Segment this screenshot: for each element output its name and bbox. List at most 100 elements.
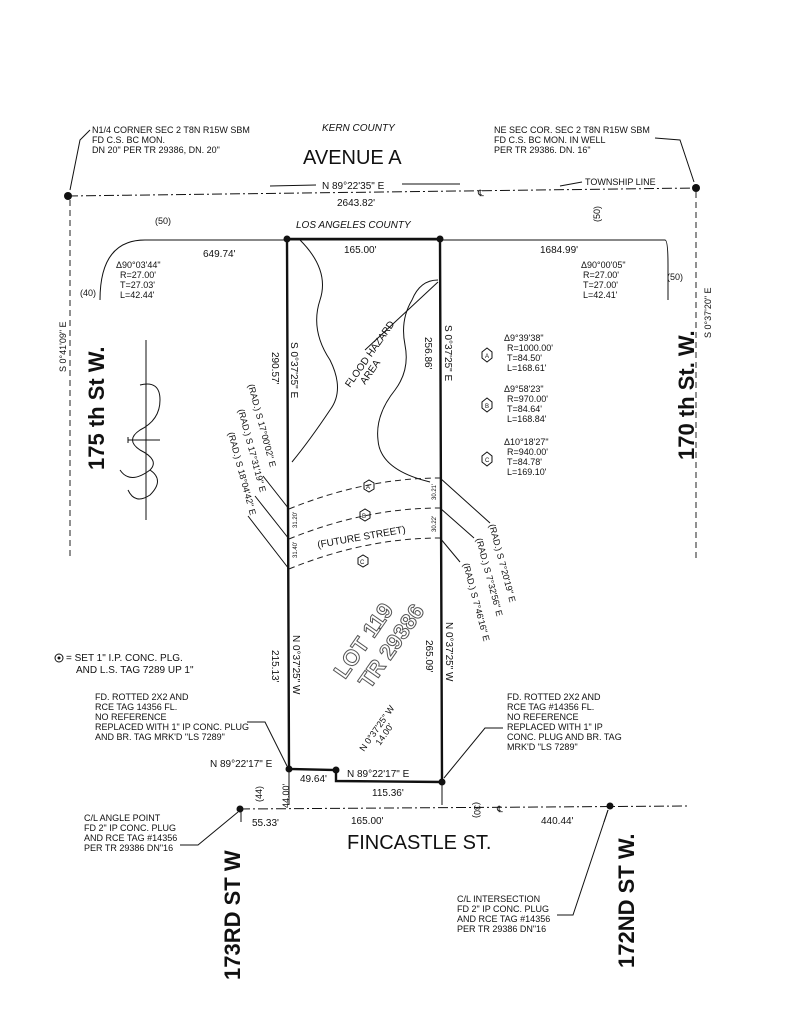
curve-a-l: L=168.61': [507, 363, 547, 373]
svg-text:C: C: [485, 458, 490, 464]
curve-tag-a-table-icon: A: [481, 347, 493, 363]
curve-right-l: L=42.41': [583, 290, 618, 300]
curve-a-t: T=84.50': [507, 353, 542, 363]
la-county-label: LOS ANGELES COUNTY: [296, 220, 412, 231]
street-173rd: 173RD ST W: [220, 850, 245, 980]
right-bearing-lower: N 0°37'25" W: [443, 622, 454, 682]
curve-tag-c-icon: C: [357, 554, 369, 568]
street-175th: 175 th St W.: [84, 347, 109, 470]
curve-b-l: L=168.84': [507, 414, 547, 424]
curve-c-delta: Δ10°18'27": [504, 437, 549, 447]
sw-note-l1: C/L ANGLE POINT: [84, 813, 161, 823]
lot-boundary: [285, 237, 444, 784]
curve-a-r: R=1000.00': [507, 343, 553, 353]
set-monument-icon: [54, 653, 64, 663]
legend-l2: AND L.S. TAG 7289 UP 1": [76, 665, 194, 676]
kern-county-label: KERN COUNTY: [322, 123, 396, 134]
se-note-l1: C/L INTERSECTION: [457, 894, 540, 904]
curve-b-r: R=970.00': [507, 394, 548, 404]
row-line-north: [99, 239, 669, 301]
seg-right-1: 30.21': [432, 484, 438, 500]
sw-note-l2: FD 2" IP CONC. PLUG: [84, 823, 176, 833]
curve-c-l: L=169.10': [507, 467, 547, 477]
far-left-bearing: S 0°41'09" E: [58, 321, 68, 372]
lot-label: LOT 119 TR 29386: [328, 598, 430, 693]
width-40: (40): [80, 288, 96, 298]
curve-a-delta: Δ9°39'38": [504, 333, 544, 343]
flood-boundary-west: [291, 239, 338, 463]
width-44: (44): [254, 786, 264, 802]
dist-165-bottom: 165.00': [351, 816, 384, 827]
curve-tag-a-icon: A: [363, 479, 375, 493]
found-left-l2: RCE TAG 14356 FL.: [95, 702, 177, 712]
legend-l1: = SET 1" I.P. CONC. PLG.: [66, 653, 183, 664]
dist-115: 115.36': [372, 788, 404, 799]
flood-boundary-east: [377, 279, 439, 483]
nw-note-l3: DN 20" PER TR 29386, DN. 20": [92, 145, 220, 155]
township-line-label: TOWNSHIP LINE: [585, 177, 656, 187]
centerline-symbol-top: ℄: [477, 188, 484, 198]
bottom-bearing-left: N 89°22'17" E: [210, 759, 273, 770]
se-note-l4: PER TR 29386 DN"16: [457, 924, 546, 934]
dist-1684: 1684.99': [540, 245, 578, 256]
corner-ne-icon: [436, 235, 444, 243]
dist-165-top: 165.00': [344, 245, 377, 256]
svg-text:B: B: [485, 404, 489, 410]
right-bearing-upper: S 0°37'25" E: [442, 325, 453, 381]
nw-note-l2: FD C.S. BC MON.: [92, 135, 165, 145]
left-dist-lower: 215.13': [269, 650, 280, 683]
found-left-l5: AND BR. TAG MRK'D "LS 7289": [95, 732, 225, 742]
corner-se-icon: [438, 778, 446, 786]
fincastle-label: FINCASTLE ST.: [347, 832, 491, 854]
street-172nd: 172ND ST W.: [614, 834, 639, 968]
ne-note-l2: FD C.S. BC MON. IN WELL: [494, 135, 606, 145]
future-street-label: (FUTURE STREET): [317, 525, 407, 551]
curve-tag-b-table-icon: B: [481, 397, 493, 413]
right-dist-lower: 265.09': [423, 640, 434, 673]
seg-left-1: 31.20': [293, 512, 299, 528]
curve-left-delta: Δ90°03'44": [116, 260, 161, 270]
ne-monument-icon: [692, 184, 700, 192]
curve-c-t: T=84.78': [507, 457, 542, 467]
svg-text:A: A: [366, 485, 370, 491]
avenue-a-label: AVENUE A: [303, 147, 402, 169]
svg-text:B: B: [362, 514, 366, 520]
north-arrow-icon: [119, 340, 161, 520]
corner-nw-icon: [283, 235, 291, 243]
top-bearing: N 89°22'35" E: [322, 181, 385, 192]
found-right-l2: RCE TAG #14356 FL.: [507, 702, 594, 712]
width-50-far: (50): [667, 272, 683, 282]
width-50-left: (50): [155, 216, 171, 226]
found-right-l1: FD. ROTTED 2X2 AND: [507, 692, 601, 702]
curve-tag-b-icon: B: [359, 508, 371, 522]
sw-monument-icon: [236, 805, 244, 813]
far-right-bearing: S 0°37'20" E: [703, 287, 713, 338]
curve-b-t: T=84.64': [507, 404, 542, 414]
seg-right-2: 30.22': [432, 516, 438, 532]
dist-440: 440.44': [541, 816, 574, 827]
dist-44: 44.00': [281, 783, 291, 808]
top-distance: 2643.82': [337, 198, 375, 209]
se-monument-icon: [606, 802, 614, 810]
curve-right-delta: Δ90°00'05": [581, 260, 626, 270]
street-170th: 170 th St. W.: [674, 330, 699, 460]
left-dist-upper: 290.57': [269, 352, 280, 385]
se-note-l3: AND RCE TAG #14356: [457, 914, 550, 924]
curve-c-r: R=940.00': [507, 447, 548, 457]
found-right-l6: MRK'D "LS 7289": [507, 742, 578, 752]
nw-monument-icon: [64, 192, 72, 200]
curve-right-t: T=27.00': [583, 280, 618, 290]
svg-text:A: A: [485, 354, 489, 360]
legend: = SET 1" I.P. CONC. PLG. AND L.S. TAG 72…: [54, 653, 194, 676]
township-line: [67, 187, 697, 197]
curve-tag-c-table-icon: C: [481, 451, 493, 467]
found-left-l1: FD. ROTTED 2X2 AND: [95, 692, 189, 702]
left-bearing-upper: S 0°37'25" E: [288, 342, 299, 398]
seg-left-2: 31.40': [293, 542, 299, 558]
found-left-l4: REPLACED WITH 1" IP CONC. PLUG: [95, 722, 249, 732]
svg-text:C: C: [360, 560, 365, 566]
centerline-symbol-bottom: ℄: [496, 804, 503, 814]
curve-left-l: L=42.44': [120, 290, 155, 300]
right-dist-upper: 256.86': [422, 337, 433, 370]
